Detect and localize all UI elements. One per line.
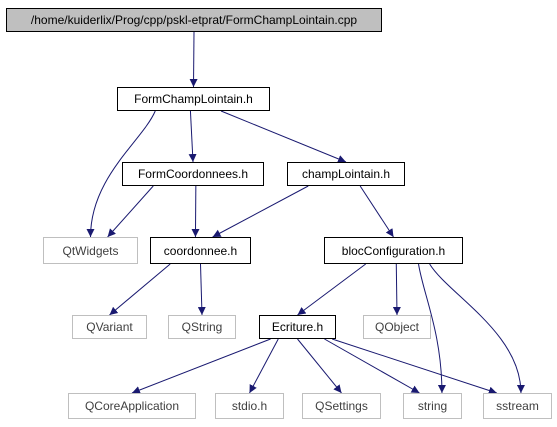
node-qcoreapplication[interactable]: QCoreApplication: [68, 393, 196, 419]
node-stdio-h[interactable]: stdio.h: [215, 393, 284, 419]
node-formchamplointain-h[interactable]: FormChampLointain.h: [117, 87, 270, 111]
edge-blocconfiguration_h-to-ecriture_h: [297, 263, 366, 316]
edge-blocconfiguration_h-to-qobject: [392, 263, 401, 316]
edge-ecriture_h-to-string: [324, 338, 420, 394]
edge-blocconfiguration_h-to-sstream: [429, 263, 525, 394]
node-string[interactable]: string: [403, 393, 462, 419]
edge-blocconfiguration_h-to-string: [418, 263, 446, 394]
edge-formcoordonnees_h-to-qtwidgets: [107, 185, 154, 238]
edge-ecriture_h-to-sstream: [331, 338, 497, 395]
node-qobject[interactable]: QObject: [363, 315, 431, 339]
node-coordonnee-h[interactable]: coordonnee.h: [150, 237, 251, 264]
node-sstream[interactable]: sstream: [483, 393, 552, 419]
edge-root-to-formchamplointain_h: [189, 31, 198, 88]
node-ecriture-h[interactable]: Ecriture.h: [259, 315, 336, 339]
edge-formchamplointain_h-to-champlointain_h: [220, 110, 347, 163]
edge-ecriture_h-to-stdio_h: [249, 338, 279, 394]
edge-champlointain_h-to-blocconfiguration_h: [359, 185, 394, 238]
edge-formchamplointain_h-to-qtwidgets: [86, 110, 156, 238]
node-qstring[interactable]: QString: [168, 315, 236, 339]
node-root-file[interactable]: /home/kuiderlix/Prog/cpp/pskl-etprat/For…: [6, 8, 382, 32]
edge-coordonnee_h-to-qvariant: [109, 263, 171, 316]
node-champlointain-h[interactable]: champLointain.h: [287, 162, 405, 186]
node-qvariant[interactable]: QVariant: [72, 315, 147, 339]
node-qsettings[interactable]: QSettings: [302, 393, 381, 419]
edge-champlointain_h-to-coordonnee_h: [212, 185, 309, 238]
edge-formchamplointain_h-to-formcoordonnees_h: [188, 110, 197, 163]
edge-ecriture_h-to-qcoreapplication: [131, 338, 271, 394]
node-formcoordonnees-h[interactable]: FormCoordonnees.h: [122, 162, 264, 186]
node-blocconfiguration-h[interactable]: blocConfiguration.h: [324, 237, 463, 264]
node-qtwidgets[interactable]: QtWidgets: [43, 237, 138, 264]
edge-coordonnee_h-to-qstring: [197, 263, 206, 316]
edge-ecriture_h-to-qsettings: [297, 338, 342, 394]
